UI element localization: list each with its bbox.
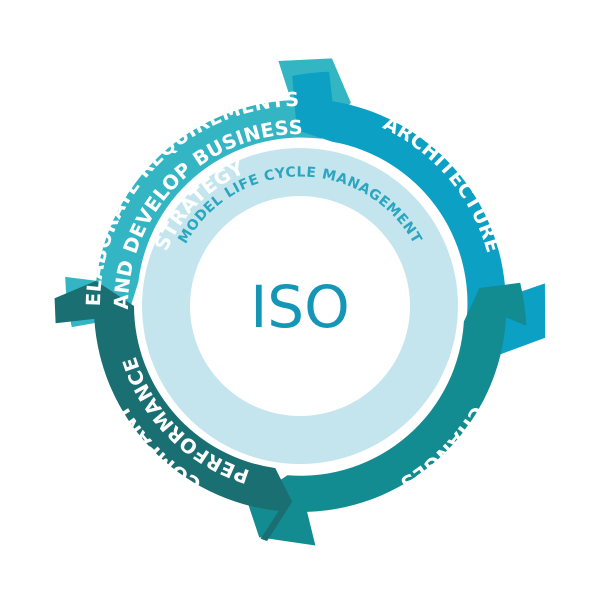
segment-monitor [54,280,293,541]
ring-arrow-notch [282,434,324,455]
segment-design [292,71,546,355]
segment-implement [247,282,527,546]
center-label: ISO [250,273,350,341]
segment-elaborate [65,58,351,328]
center-circle [190,196,410,416]
